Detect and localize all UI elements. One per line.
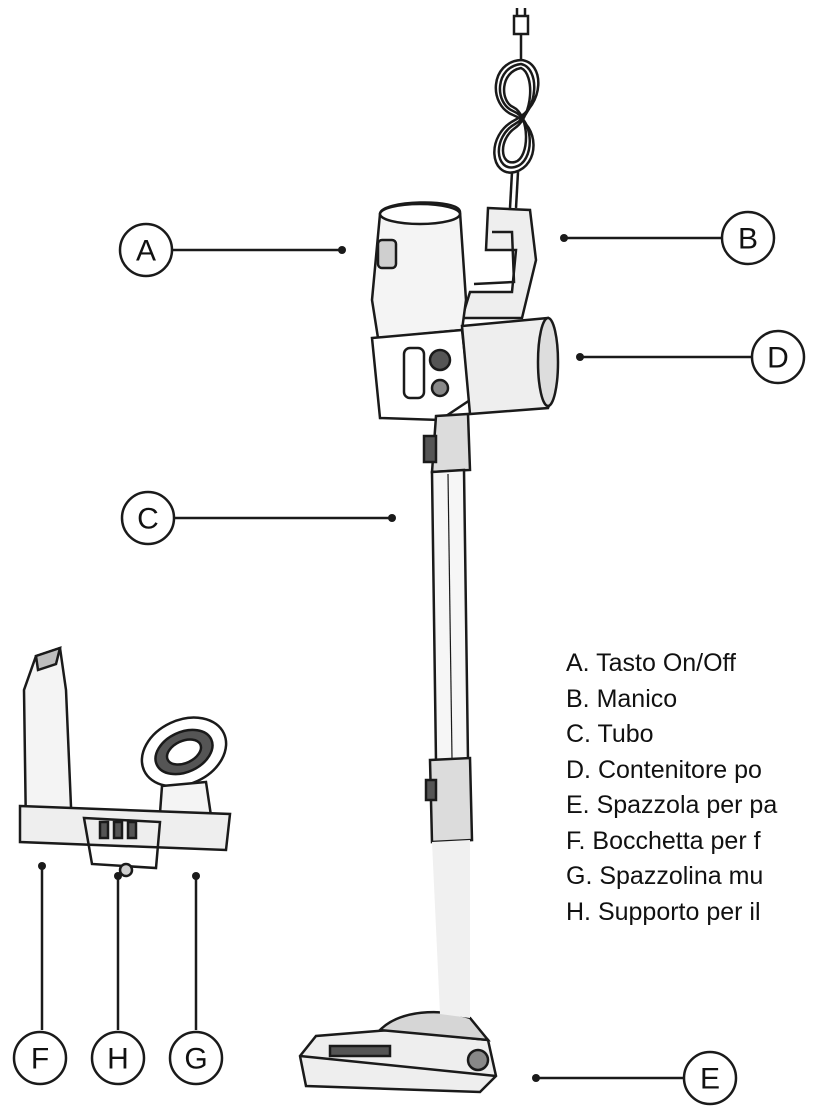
callout-D: D — [750, 329, 806, 385]
legend-item-h: H. Supporto per il — [566, 897, 761, 926]
callout-E: E — [682, 1050, 738, 1106]
callout-C: C — [120, 490, 176, 546]
callout-letter-B: B — [738, 223, 758, 256]
legend-item-c: C. Tubo — [566, 720, 654, 748]
vacuum-main-unit — [370, 201, 560, 474]
callout-letter-G: G — [184, 1043, 207, 1076]
legend-item-d: D. Contenitore po — [566, 755, 762, 784]
crevice-tool — [22, 646, 74, 834]
legend-item-g: G. Spazzolina mu — [566, 862, 764, 890]
parts-legend: A. Tasto On/Off B. Manico C. Tubo D. Con… — [566, 646, 820, 930]
legend-item-a: A. Tasto On/Off — [566, 649, 736, 677]
vacuum-tube — [424, 468, 474, 844]
power-cord — [493, 8, 540, 209]
legend-item-e: E. Spazzola per pa — [566, 791, 778, 819]
accessory-holder — [18, 646, 232, 878]
callout-letter-D: D — [767, 342, 789, 375]
callout-letter-C: C — [137, 503, 159, 536]
callout-letter-H: H — [107, 1043, 129, 1076]
callout-letter-A: A — [136, 235, 156, 268]
power-button-icon — [376, 238, 398, 270]
callout-B: B — [720, 210, 776, 266]
callout-letter-E: E — [700, 1063, 720, 1096]
callout-A: A — [118, 222, 174, 278]
callout-G: G — [168, 1030, 224, 1086]
floor-brush — [298, 840, 498, 1094]
leader-lines — [38, 234, 752, 1082]
callout-H: H — [90, 1030, 146, 1086]
callout-F: F — [12, 1030, 68, 1086]
legend-item-b: B. Manico — [566, 684, 678, 713]
legend-item-f: F. Bocchetta per f — [566, 826, 761, 855]
callout-letter-F: F — [31, 1043, 49, 1076]
